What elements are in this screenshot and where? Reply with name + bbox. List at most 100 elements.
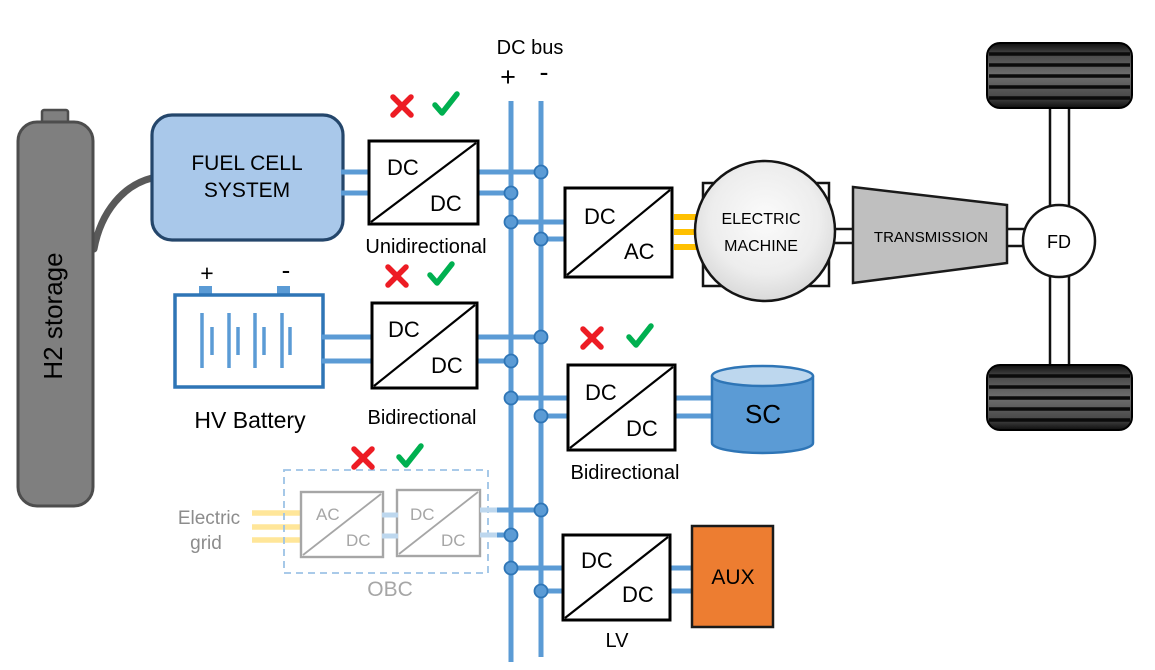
converter-in-label: DC — [388, 317, 420, 342]
h2-storage-label: H2 storage — [38, 252, 68, 379]
converter-type-label: Bidirectional — [571, 462, 680, 484]
electric-grid: Electric grid — [178, 508, 302, 554]
bus-minus-sign: - — [540, 57, 549, 87]
rear-wheel — [986, 364, 1133, 431]
fuel-cell-label-2: SYSTEM — [204, 179, 290, 202]
supercap-body — [710, 376, 815, 455]
final-drive: FD — [1021, 108, 1097, 367]
obc-dcdc-in: DC — [410, 505, 435, 524]
drivetrain: ELECTRIC MACHINE TRANSMISSION FD — [674, 42, 1133, 431]
obc-acdc-in: AC — [316, 505, 340, 524]
converter-in-label: DC — [585, 380, 617, 405]
aux-loads: AUX — [690, 524, 775, 629]
bus-dot — [503, 214, 519, 230]
converter-diagonal — [566, 189, 671, 276]
grid-label-1: Electric — [178, 508, 240, 529]
cross-icon — [580, 326, 604, 350]
traction-inverter: DC AC — [563, 186, 674, 279]
battery-terminal-minus — [277, 286, 290, 296]
fuel-cell-system: FUEL CELL SYSTEM — [150, 113, 345, 242]
converter-diagonal — [569, 366, 674, 449]
fuel-cell-box — [150, 113, 345, 242]
obc-dcdc-out: DC — [441, 531, 466, 550]
bus-dot — [533, 583, 549, 599]
bus-dot — [503, 353, 519, 369]
supercap-top — [710, 364, 815, 388]
converter-out-label: DC — [430, 191, 462, 216]
transmission-label: TRANSMISSION — [874, 229, 988, 246]
converter-out-label: AC — [624, 239, 655, 264]
bus-junctions — [503, 164, 549, 599]
converter-diagonal — [564, 536, 669, 619]
wheel-treads — [989, 52, 1130, 100]
converter-out-label: DC — [622, 582, 654, 607]
battery-minus-sign: - — [282, 255, 291, 285]
bus-dot — [503, 560, 519, 576]
tank-body — [16, 120, 95, 508]
battery-box — [173, 293, 325, 389]
converter-type-label: Unidirectional — [365, 236, 486, 258]
obc-internal-links — [382, 507, 498, 539]
obc-onboard-charger: AC DC DC DC OBC — [283, 469, 498, 601]
dc-bus: DC bus + - — [497, 37, 564, 662]
final-drive-circle — [1021, 203, 1097, 279]
cross-icon — [351, 446, 375, 470]
electric-machine: ELECTRIC MACHINE — [693, 159, 837, 303]
battery-terminal-plus — [199, 286, 212, 296]
obc-dashed-frame — [283, 469, 489, 574]
obc-label: OBC — [367, 578, 413, 601]
check-icon — [427, 261, 455, 286]
supercap-label: SC — [745, 399, 781, 429]
converter-in-label: DC — [581, 548, 613, 573]
grid-label-2: grid — [190, 533, 222, 554]
bus-dot — [533, 502, 549, 518]
bus-dot — [503, 185, 519, 201]
machine-label-2: MACHINE — [724, 238, 798, 255]
grid-ac-lines — [252, 510, 302, 543]
front-wheel — [986, 42, 1133, 109]
final-drive-label: FD — [1047, 232, 1071, 252]
hv-battery: + - HV Battery — [173, 255, 325, 433]
bus-plus-sign: + — [500, 62, 516, 92]
fuel-cell-label-1: FUEL CELL — [191, 152, 302, 175]
aux-label: AUX — [711, 566, 754, 589]
bus-dot — [533, 164, 549, 180]
converter-in-label: DC — [584, 204, 616, 229]
obc-acdc-diagonal — [302, 493, 382, 556]
converter-type-label: Bidirectional — [368, 407, 477, 429]
obc-dcdc-diagonal — [398, 491, 479, 555]
bus-dot — [503, 527, 519, 543]
converter-type-label: LV — [606, 630, 630, 652]
battery-plus-sign: + — [200, 260, 213, 286]
converter-in-label: DC — [387, 155, 419, 180]
bus-dot — [533, 329, 549, 345]
check-icon — [432, 91, 460, 116]
bus-dot — [503, 390, 519, 406]
supercapacitor: SC — [710, 364, 815, 455]
h2-pipe — [90, 174, 156, 253]
dc-bus-label: DC bus — [497, 37, 564, 59]
check-icon — [626, 323, 654, 348]
converter-out-label: DC — [431, 353, 463, 378]
transmission-shape — [851, 185, 1009, 285]
check-icon — [396, 443, 424, 468]
converter-diagonal — [373, 304, 476, 387]
machine-label-1: ELECTRIC — [721, 211, 800, 228]
converter-out-label: DC — [626, 416, 658, 441]
battery-label: HV Battery — [194, 407, 306, 433]
bus-dot — [533, 408, 549, 424]
battery-cells — [200, 313, 292, 368]
transmission: TRANSMISSION — [851, 185, 1009, 285]
cross-icon — [385, 264, 409, 288]
bus-dot — [533, 231, 549, 247]
cross-icon — [390, 94, 414, 118]
converter-diagonal — [370, 142, 477, 223]
battery-converter: DC DC Bidirectional — [368, 301, 479, 429]
wheel-treads — [989, 374, 1130, 422]
h2-storage-tank: H2 storage — [16, 108, 156, 508]
machine-circle — [693, 159, 837, 303]
aux-box — [690, 524, 775, 629]
supercap-converter: DC DC Bidirectional — [566, 363, 680, 484]
